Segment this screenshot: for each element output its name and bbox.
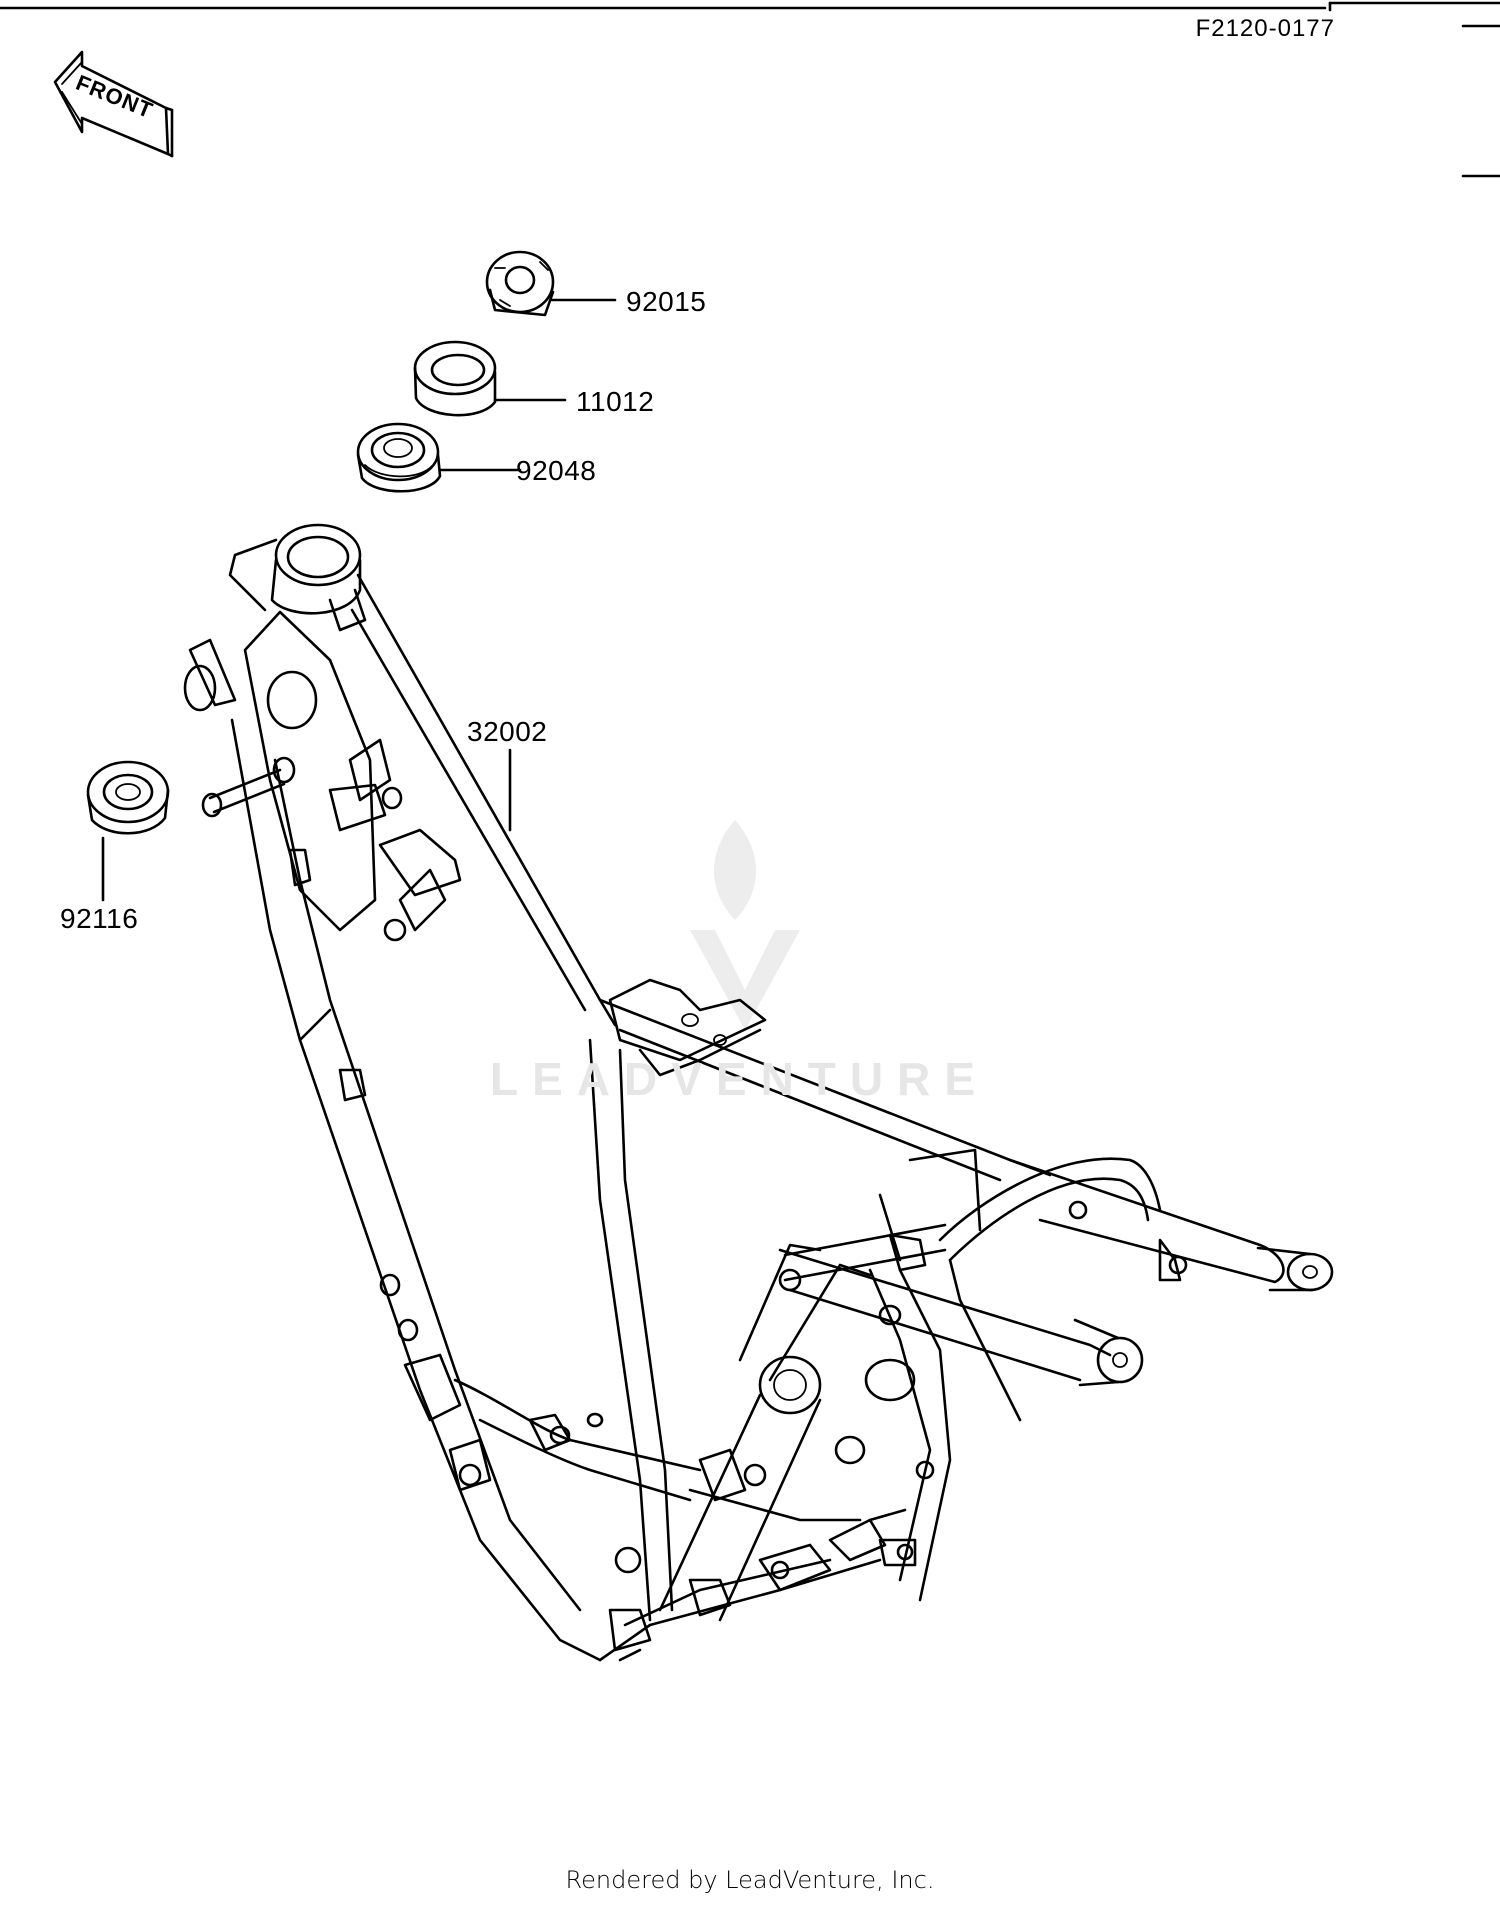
part-92116-bearing xyxy=(86,760,170,902)
part-label-32002[interactable]: 32002 xyxy=(467,716,548,747)
page-border xyxy=(0,1,1500,178)
bolt xyxy=(201,756,296,818)
part-11012-ring xyxy=(413,340,567,417)
footer-credit: Rendered by LeadVenture, Inc. xyxy=(565,1866,935,1894)
part-label-92116[interactable]: 92116 xyxy=(60,903,139,934)
diagram-code: F2120-0177 xyxy=(1195,15,1335,42)
part-92015-nut xyxy=(485,250,617,317)
part-label-92015[interactable]: 92015 xyxy=(626,286,707,317)
front-arrow-icon xyxy=(53,50,174,158)
watermark-text: LEADVENTURE xyxy=(490,1053,990,1105)
part-92048-seal xyxy=(356,422,522,493)
watermark-logo xyxy=(690,820,800,1030)
part-label-11012[interactable]: 11012 xyxy=(576,386,655,417)
part-label-92048[interactable]: 92048 xyxy=(516,455,597,486)
frame-32002 xyxy=(183,523,1334,1662)
